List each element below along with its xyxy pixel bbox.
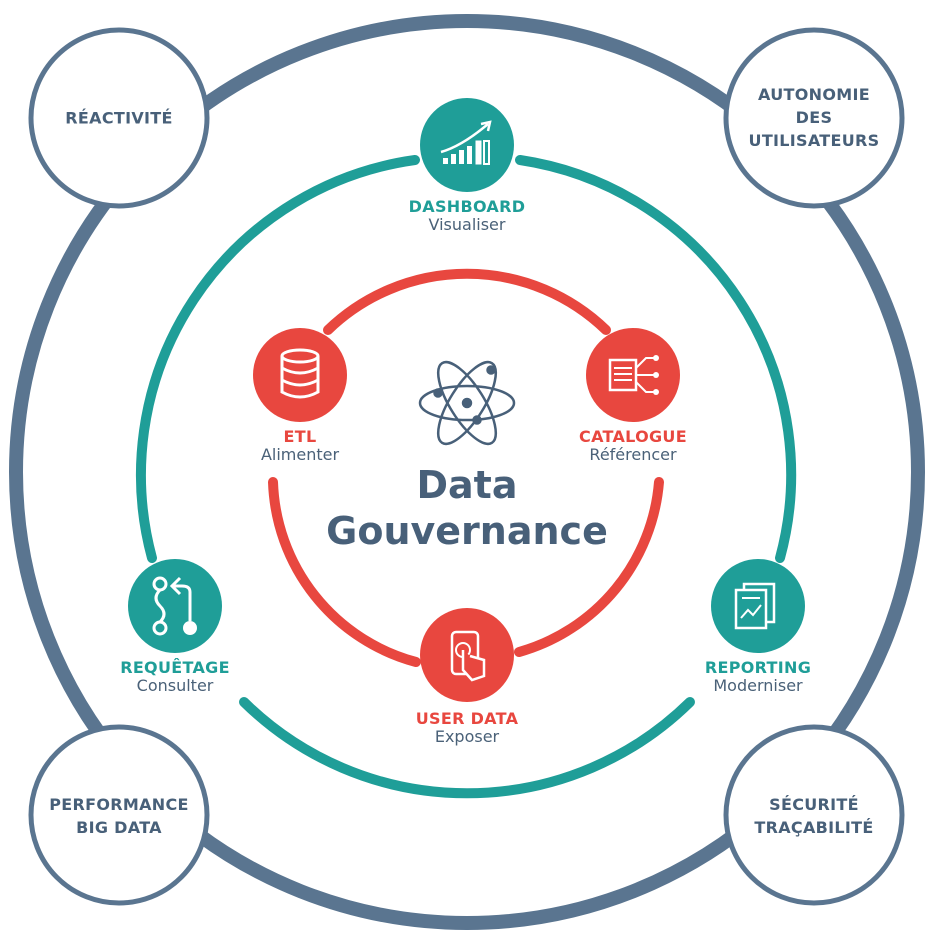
teal-ring-arc-upper [135,155,797,563]
value-circle-securite [723,724,905,906]
node-subtitle: Visualiser [428,215,506,235]
smartphone-touch-icon [420,608,514,702]
report-documents-icon [711,559,805,653]
node-subtitle: Moderniser [713,676,803,696]
teal-ring-arc-lower [239,697,695,799]
red-ring-arc-upper [323,268,611,335]
value-label-securite: SÉCURITÉ TRAÇABILITÉ [754,794,874,837]
value-label-reactivite: RÉACTIVITÉ [65,108,173,128]
value-circle-reactivite [28,27,210,209]
value-label-performance: PERFORMANCE BIG DATA [49,794,189,837]
atom-icon [418,360,516,446]
node-subtitle: Référencer [589,445,677,465]
database-icon [253,328,347,422]
red-ring-arc-lower [268,477,664,667]
node-subtitle: Alimenter [260,445,340,465]
query-branch-icon [128,559,222,653]
node-label-dashboard: DASHBOARD Visualiser [408,197,526,235]
value-circle-autonomie [723,27,905,209]
node-subtitle: Consulter [136,676,214,696]
catalog-network-icon [586,328,680,422]
node-label-catalogue: CATALOGUE Référencer [579,427,687,465]
node-subtitle: Exposer [434,727,500,747]
node-title: REQUÊTAGE [120,658,230,677]
node-title: DASHBOARD [408,197,526,216]
node-label-reporting: REPORTING Moderniser [704,658,812,696]
value-circle-performance [28,724,210,906]
node-title: USER DATA [415,709,519,728]
node-title: REPORTING [704,658,812,677]
value-label-autonomie: AUTONOMIE DES UTILISATEURS [748,85,880,151]
node-label-requetage: REQUÊTAGE Consulter [120,658,230,696]
node-label-etl: ETL Alimenter [260,427,340,465]
bar-chart-trend-icon [420,98,514,192]
node-title: ETL [283,427,317,446]
node-label-userdata: USER DATA Exposer [415,709,519,747]
outer-ring [9,14,925,930]
diagram-title: Data Gouvernance [326,463,608,554]
node-title: CATALOGUE [579,427,687,446]
